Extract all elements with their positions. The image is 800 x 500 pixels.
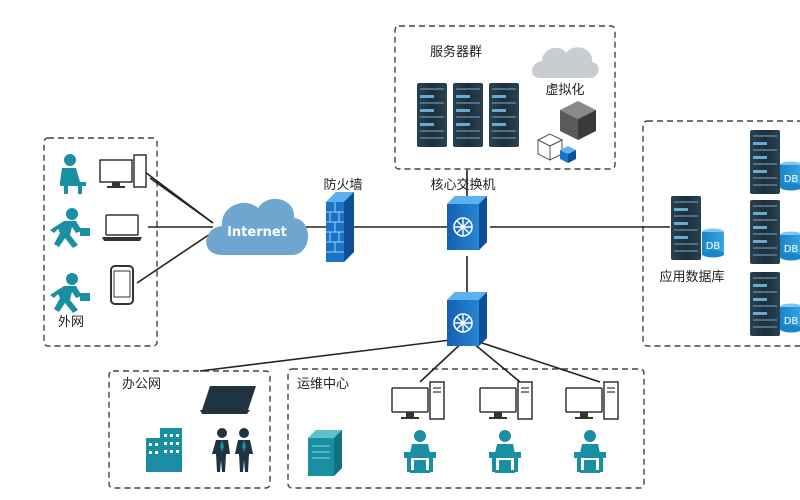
db-server-icon — [750, 200, 780, 264]
ops-operator-icon — [489, 430, 521, 473]
desk-user-icon — [60, 154, 86, 194]
server-rack-icon — [489, 83, 519, 147]
db-icon: DB — [780, 161, 800, 191]
core-switch-icon — [446, 195, 488, 251]
connection-lines — [136, 170, 670, 383]
core-switch-label: 核心交换机 — [430, 177, 495, 193]
app-database-server-icon — [671, 196, 701, 260]
virtualization-cubes-icon — [536, 101, 596, 163]
server-rack-icon — [417, 83, 447, 147]
db-badge: DB — [784, 174, 799, 185]
ops-operator-icon — [404, 430, 436, 473]
office-net-group — [108, 370, 271, 489]
virtualization-label: 虚拟化 — [545, 83, 584, 98]
desktop-computer-icon — [99, 154, 147, 188]
app-database-db-icon: DB — [702, 228, 724, 258]
smartphone-icon — [110, 265, 134, 305]
ops-workstation-icon — [479, 381, 533, 420]
laptop-icon — [102, 214, 142, 241]
running-man-icon — [50, 273, 90, 313]
firewall-icon — [326, 192, 354, 262]
ops-center-label: 运维中心 — [297, 377, 349, 392]
server-tower-icon — [308, 430, 342, 476]
server-cluster-label: 服务器群 — [430, 44, 482, 60]
external-net-group — [43, 137, 158, 347]
database-group — [642, 120, 800, 347]
db-server-icon — [750, 272, 780, 336]
office-laptop-icon — [200, 386, 256, 414]
server-cluster-group — [394, 25, 616, 170]
internet-cloud-icon: Internet — [206, 198, 309, 255]
db-badge: DB — [784, 316, 799, 327]
ops-center-group — [287, 368, 645, 489]
db-badge: DB — [784, 244, 799, 255]
access-switch-icon — [446, 291, 488, 347]
running-man-icon — [50, 208, 90, 248]
db-icon: DB — [780, 303, 800, 333]
ops-workstation-icon — [391, 381, 445, 420]
internet-label: Internet — [227, 225, 287, 240]
db-badge: DB — [706, 241, 721, 252]
ops-workstation-icon — [565, 381, 619, 420]
app-database-label: 应用数据库 — [659, 269, 724, 285]
server-rack-icon — [453, 83, 483, 147]
ops-operator-icon — [574, 430, 606, 473]
office-net-label: 办公网 — [122, 377, 161, 392]
db-icon: DB — [780, 231, 800, 261]
virtualization-cloud-icon — [531, 47, 599, 78]
external-net-label: 外网 — [58, 315, 84, 330]
business-people-icon — [212, 428, 253, 472]
building-icon — [146, 428, 182, 472]
db-server-icon — [750, 130, 780, 194]
firewall-label: 防火墙 — [323, 177, 362, 193]
